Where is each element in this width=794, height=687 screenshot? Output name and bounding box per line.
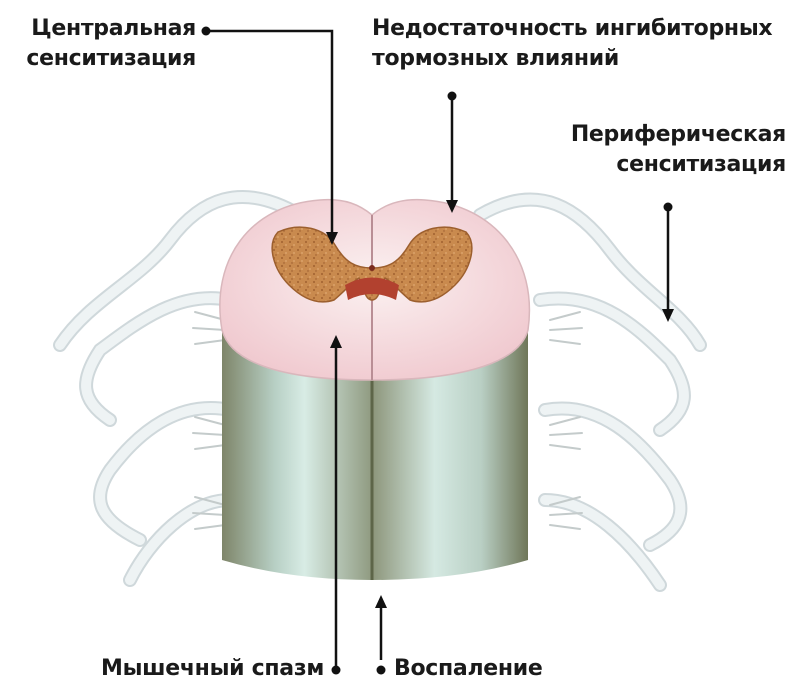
inflammation-text: Воспаление — [394, 656, 543, 681]
peripheral-sensitization-line2: сенситизация — [540, 150, 786, 180]
inhibitory-deficit-line2: тормозных влияний — [372, 44, 782, 74]
inflammation-label: Воспаление — [394, 654, 594, 684]
muscle-spasm-label: Мышечный спазм — [60, 654, 324, 684]
peripheral-sensitization-label: Периферическая сенситизация — [540, 120, 786, 180]
peripheral-sensitization-line1: Периферическая — [540, 120, 786, 150]
muscle-spasm-text: Мышечный спазм — [101, 656, 324, 681]
central-sensitization-line1: Центральная — [4, 14, 196, 44]
central-sensitization-label: Центральная сенситизация — [4, 14, 196, 74]
inflammation-arrow — [375, 595, 387, 608]
inhibitory-deficit-line1: Недостаточность ингибиторных — [372, 14, 782, 44]
spinal-cord-cross-section — [220, 200, 530, 380]
inhibitory-deficit-label: Недостаточность ингибиторных тормозных в… — [372, 14, 782, 74]
inflammation-dot — [377, 666, 386, 675]
central-sensitization-line2: сенситизация — [4, 44, 196, 74]
